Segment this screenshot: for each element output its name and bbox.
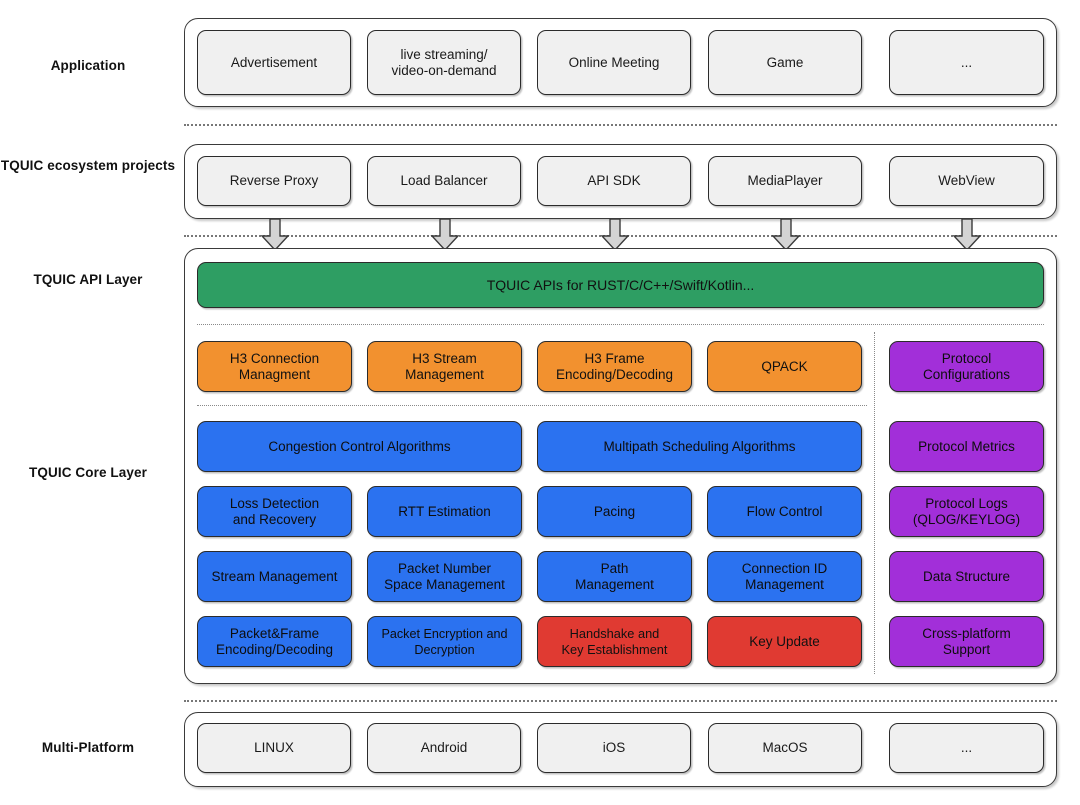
ecosystem-item-webview[interactable]: WebView xyxy=(889,156,1044,206)
packet-frame-encoding-decoding[interactable]: Packet&Frame Encoding/Decoding xyxy=(197,616,352,667)
rtt-estimation[interactable]: RTT Estimation xyxy=(367,486,522,537)
application-item-game[interactable]: Game xyxy=(708,30,862,95)
application-item-live-streaming[interactable]: live streaming/ video-on-demand xyxy=(367,30,521,95)
platform-item-linux[interactable]: LINUX xyxy=(197,723,351,773)
h3-frame-encoding-decoding[interactable]: H3 Frame Encoding/Decoding xyxy=(537,341,692,392)
row-label-api-layer: TQUIC API Layer xyxy=(33,272,143,287)
connection-id-management[interactable]: Connection ID Management xyxy=(707,551,862,602)
row-label-platform: Multi-Platform xyxy=(41,740,135,755)
platform-item-ios[interactable]: iOS xyxy=(537,723,691,773)
tquic-api-bar[interactable]: TQUIC APIs for RUST/C/C++/Swift/Kotlin..… xyxy=(197,262,1044,308)
arrow-down-webview xyxy=(951,219,983,251)
application-item-online-meeting[interactable]: Online Meeting xyxy=(537,30,691,95)
application-item-more[interactable]: ... xyxy=(889,30,1044,95)
packet-encryption-and-decryption[interactable]: Packet Encryption and Decryption xyxy=(367,616,522,667)
protocol-configurations[interactable]: Protocol Configurations xyxy=(889,341,1044,392)
platform-item-android[interactable]: Android xyxy=(367,723,521,773)
ecosystem-item-reverse-proxy[interactable]: Reverse Proxy xyxy=(197,156,351,206)
flow-control[interactable]: Flow Control xyxy=(707,486,862,537)
row-label-application: Application xyxy=(50,58,126,73)
arrow-down-api-sdk xyxy=(599,219,631,251)
row-label-ecosystem: TQUIC ecosystem projects xyxy=(0,158,176,173)
separator-http3-core xyxy=(197,405,867,406)
arrow-down-mediaplayer xyxy=(770,219,802,251)
cross-platform-support[interactable]: Cross-platform Support xyxy=(889,616,1044,667)
path-management[interactable]: Path Management xyxy=(537,551,692,602)
row-label-core-layer: TQUIC Core Layer xyxy=(29,465,147,480)
arrow-down-reverse-proxy xyxy=(259,219,291,251)
h3-connection-management[interactable]: H3 Connection Managment xyxy=(197,341,352,392)
protocol-logs[interactable]: Protocol Logs (QLOG/KEYLOG) xyxy=(889,486,1044,537)
pacing[interactable]: Pacing xyxy=(537,486,692,537)
key-update[interactable]: Key Update xyxy=(707,616,862,667)
ecosystem-item-api-sdk[interactable]: API SDK xyxy=(537,156,691,206)
platform-item-more[interactable]: ... xyxy=(889,723,1044,773)
ecosystem-item-mediaplayer[interactable]: MediaPlayer xyxy=(708,156,862,206)
platform-item-macos[interactable]: MacOS xyxy=(708,723,862,773)
handshake-and-key-establishment[interactable]: Handshake and Key Establishment xyxy=(537,616,692,667)
ecosystem-item-load-balancer[interactable]: Load Balancer xyxy=(367,156,521,206)
stream-management[interactable]: Stream Management xyxy=(197,551,352,602)
loss-detection-and-recovery[interactable]: Loss Detection and Recovery xyxy=(197,486,352,537)
separator-core-platform xyxy=(184,700,1057,702)
application-item-advertisement[interactable]: Advertisement xyxy=(197,30,351,95)
congestion-control-algorithms[interactable]: Congestion Control Algorithms xyxy=(197,421,522,472)
separator-api-http3 xyxy=(197,324,1044,325)
multipath-scheduling-algorithms[interactable]: Multipath Scheduling Algorithms xyxy=(537,421,862,472)
separator-application-ecosystem xyxy=(184,124,1057,126)
h3-stream-management[interactable]: H3 Stream Management xyxy=(367,341,522,392)
protocol-metrics[interactable]: Protocol Metrics xyxy=(889,421,1044,472)
data-structure[interactable]: Data Structure xyxy=(889,551,1044,602)
separator-core-side-column xyxy=(874,332,875,674)
qpack[interactable]: QPACK xyxy=(707,341,862,392)
arrow-down-load-balancer xyxy=(429,219,461,251)
packet-number-space-management[interactable]: Packet Number Space Management xyxy=(367,551,522,602)
